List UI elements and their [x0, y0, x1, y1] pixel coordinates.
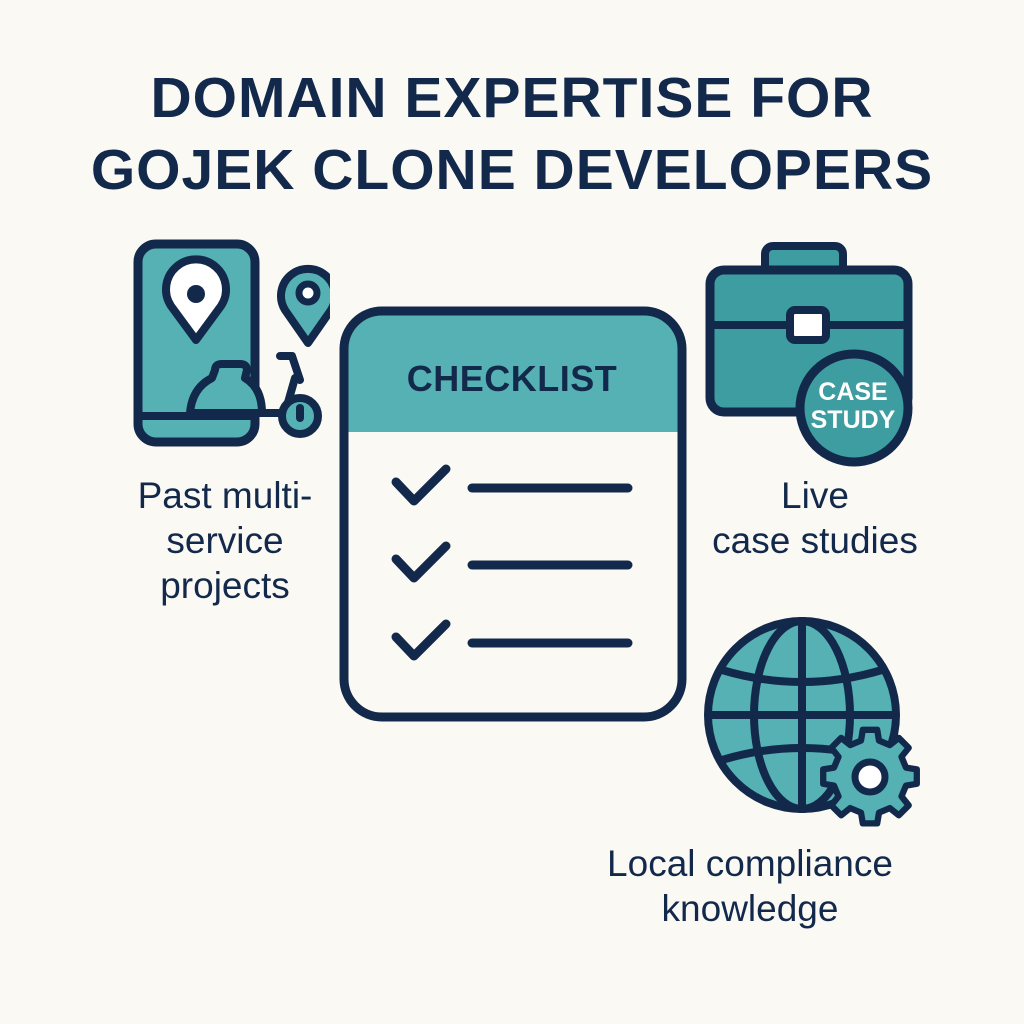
label-local-compliance: Local compliance knowledge: [607, 843, 893, 929]
label-past-projects: Past multi- service projects: [137, 475, 313, 606]
checklist-heading: CHECKLIST: [406, 358, 618, 399]
title-line-1: DOMAIN EXPERTISE FOR: [150, 66, 874, 130]
briefcase-case-study-icon: [705, 242, 913, 467]
checklist-card: [339, 306, 687, 722]
case-study-badge: [795, 349, 913, 467]
case-study-badge-text: CASE STUDY: [810, 378, 896, 434]
checkmark-icon: [391, 619, 451, 661]
scooter-icon: [186, 352, 322, 438]
label-live-case-studies: Live case studies: [712, 475, 918, 561]
map-pin-icon: [277, 264, 330, 347]
checkmark-icon: [391, 464, 451, 506]
phone-map-scooter-icon: [133, 239, 330, 447]
title-line-2: GOJEK CLONE DEVELOPERS: [90, 138, 934, 202]
page-title: DOMAIN EXPERTISE FOR GOJEK CLONE DEVELOP…: [0, 62, 1024, 206]
globe-gear-icon: [704, 617, 920, 827]
checkmark-icon: [391, 541, 451, 583]
gear-icon: [820, 726, 920, 827]
